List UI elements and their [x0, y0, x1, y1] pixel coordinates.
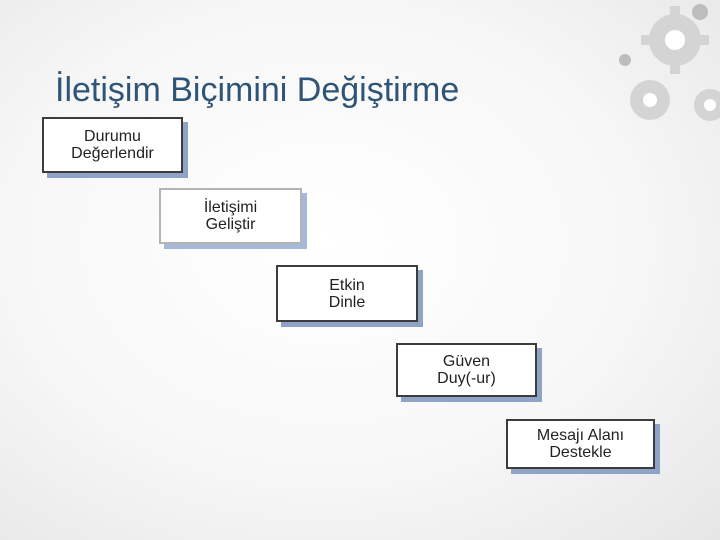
step-label-line1: Mesajı Alanı — [536, 427, 625, 444]
step-label-line1: İletişimi — [203, 199, 258, 216]
step-label-line1: Güven — [442, 353, 491, 370]
step-label-line2: Değerlendir — [71, 145, 154, 162]
step-develop-communication: İletişimi Geliştir — [159, 188, 302, 244]
step-active-listening: Etkin Dinle — [276, 265, 418, 322]
gears-decoration — [619, 4, 720, 121]
step-label-line2: Geliştir — [205, 216, 256, 233]
page-title: İletişim Biçimini Değiştirme — [55, 71, 460, 109]
step-assess-situation: Durumu Değerlendir — [42, 117, 183, 173]
step-label-line1: Etkin — [329, 276, 365, 294]
step-label-line2: Duy(-ur) — [437, 370, 496, 387]
step-support-receiver: Mesajı Alanı Destekle — [506, 419, 655, 469]
step-build-trust: Güven Duy(-ur) — [396, 343, 537, 397]
step-label-line2: Dinle — [328, 293, 366, 311]
step-label-line2: Destekle — [549, 444, 612, 461]
step-label-line1: Durumu — [84, 128, 141, 145]
